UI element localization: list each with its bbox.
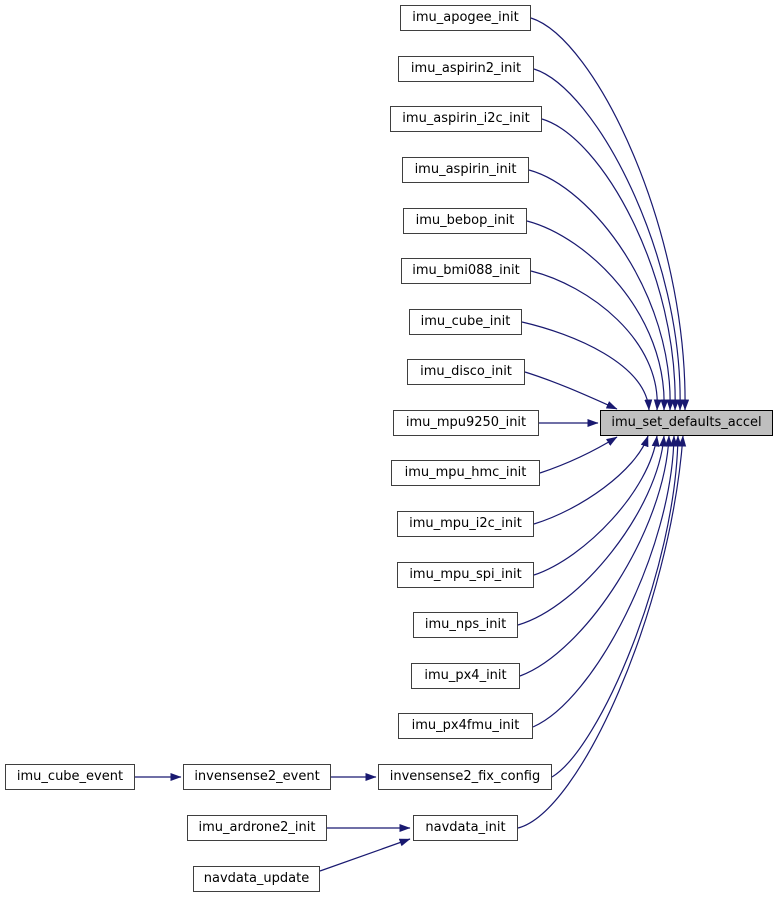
edge-invensense2-fix-config-to-imu-set-defaults-accel — [551, 435, 682, 778]
node-imu-set-defaults-accel: imu_set_defaults_accel — [600, 410, 773, 436]
node-imu-mpu-i2c-init[interactable]: imu_mpu_i2c_init — [397, 511, 534, 537]
edge-imu-bmi088-init-to-imu-set-defaults-accel — [530, 270, 662, 411]
node-imu-mpu-hmc-init[interactable]: imu_mpu_hmc_init — [391, 460, 540, 486]
node-imu-mpu-spi-init[interactable]: imu_mpu_spi_init — [397, 562, 534, 588]
node-imu-cube-event[interactable]: imu_cube_event — [5, 764, 135, 790]
node-imu-bebop-init[interactable]: imu_bebop_init — [403, 208, 527, 234]
edge-imu-px4-init-to-imu-set-defaults-accel — [519, 435, 673, 677]
edge-navdata-init-to-imu-set-defaults-accel — [517, 435, 687, 829]
edge-imu-aspirin-i2c-init-to-imu-set-defaults-accel — [541, 118, 680, 411]
node-imu-apogee-init[interactable]: imu_apogee_init — [400, 5, 531, 31]
node-invensense2-event[interactable]: invensense2_event — [183, 764, 331, 790]
edge-imu-aspirin2-init-to-imu-set-defaults-accel — [533, 68, 685, 411]
edge-imu-disco-init-to-imu-set-defaults-accel — [524, 371, 618, 410]
edge-imu-mpu-spi-init-to-imu-set-defaults-accel — [533, 435, 660, 576]
edge-imu-mpu-i2c-init-to-imu-set-defaults-accel — [533, 435, 649, 525]
node-imu-disco-init[interactable]: imu_disco_init — [407, 359, 525, 385]
node-imu-ardrone2-init[interactable]: imu_ardrone2_init — [187, 815, 327, 841]
edge-imu-bebop-init-to-imu-set-defaults-accel — [526, 220, 669, 411]
node-imu-px4-init[interactable]: imu_px4_init — [411, 663, 520, 689]
edge-navdata-update-to-navdata-init — [319, 838, 411, 872]
edge-imu-mpu-hmc-init-to-imu-set-defaults-accel — [539, 436, 618, 474]
node-imu-aspirin-init[interactable]: imu_aspirin_init — [402, 157, 529, 183]
node-imu-cube-init[interactable]: imu_cube_init — [409, 309, 522, 335]
node-navdata-init[interactable]: navdata_init — [413, 815, 518, 841]
node-imu-px4fmu-init[interactable]: imu_px4fmu_init — [398, 713, 533, 739]
node-imu-aspirin2-init[interactable]: imu_aspirin2_init — [398, 56, 534, 82]
edge-imu-cube-init-to-imu-set-defaults-accel — [521, 321, 653, 411]
edge-imu-px4fmu-init-to-imu-set-defaults-accel — [532, 435, 678, 728]
node-imu-bmi088-init[interactable]: imu_bmi088_init — [401, 258, 531, 284]
node-invensense2-fix-config[interactable]: invensense2_fix_config — [378, 764, 552, 790]
edge-imu-aspirin-init-to-imu-set-defaults-accel — [528, 169, 675, 411]
node-navdata-update[interactable]: navdata_update — [193, 866, 320, 892]
node-imu-mpu9250-init[interactable]: imu_mpu9250_init — [393, 410, 539, 436]
edge-imu-apogee-init-to-imu-set-defaults-accel — [530, 17, 690, 411]
edge-imu-nps-init-to-imu-set-defaults-accel — [517, 435, 668, 626]
node-imu-nps-init[interactable]: imu_nps_init — [413, 612, 518, 638]
node-imu-aspirin-i2c-init[interactable]: imu_aspirin_i2c_init — [390, 106, 542, 132]
